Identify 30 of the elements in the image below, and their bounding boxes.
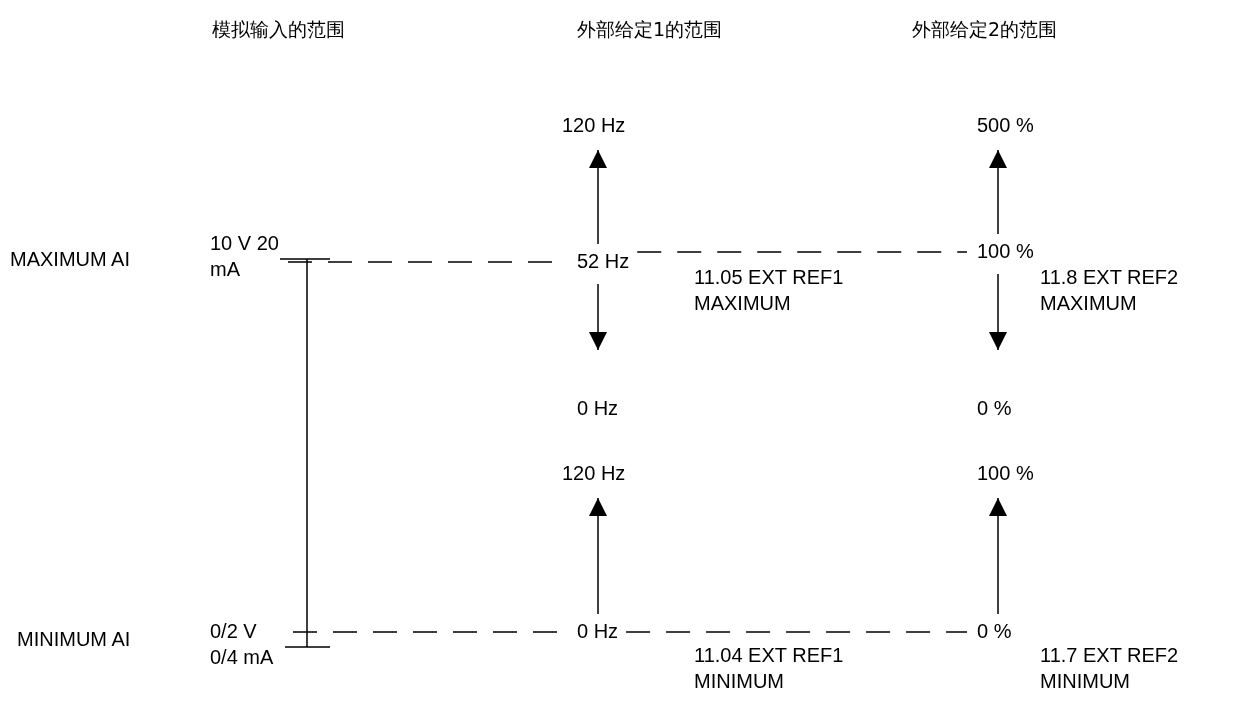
scale-line <box>279 258 331 648</box>
column-heading: 外部给定1的范围 <box>577 17 723 42</box>
value-text: 0 % <box>977 618 1012 644</box>
value-text: 0/2 V 0/4 mA <box>210 618 285 670</box>
dashed-line <box>625 631 968 633</box>
value-text: 10 V 20 mA <box>210 230 280 282</box>
arrow <box>989 273 1007 351</box>
value-text: 52 Hz <box>577 248 630 274</box>
arrow <box>589 283 607 351</box>
arrow <box>989 497 1007 615</box>
value-text: 100 % <box>977 238 1034 264</box>
parameter-label: 11.7 EXT REF2 MINIMUM <box>1040 643 1180 694</box>
parameter-label: 11.04 EXT REF1 MINIMUM <box>694 643 845 694</box>
parameter-label: 11.05 EXT REF1 MAXIMUM <box>694 265 845 316</box>
value-text: 0 % <box>977 395 1012 421</box>
value-text: 100 % <box>977 460 1034 486</box>
column-heading: 模拟输入的范围 <box>212 17 345 42</box>
column-heading: 外部给定2的范围 <box>912 17 1058 42</box>
axis-label: MINIMUM AI <box>17 627 131 652</box>
parameter-label: 11.8 EXT REF2 MAXIMUM <box>1040 265 1180 316</box>
value-text: 0 Hz <box>577 395 619 421</box>
axis-label: MAXIMUM AI <box>10 247 130 272</box>
dashed-line <box>636 251 968 253</box>
arrow <box>989 149 1007 235</box>
arrow <box>589 497 607 615</box>
value-text: 500 % <box>977 112 1034 138</box>
value-text: 120 Hz <box>562 460 626 486</box>
value-text: 120 Hz <box>562 112 626 138</box>
arrow <box>589 149 607 245</box>
value-text: 0 Hz <box>577 618 619 644</box>
